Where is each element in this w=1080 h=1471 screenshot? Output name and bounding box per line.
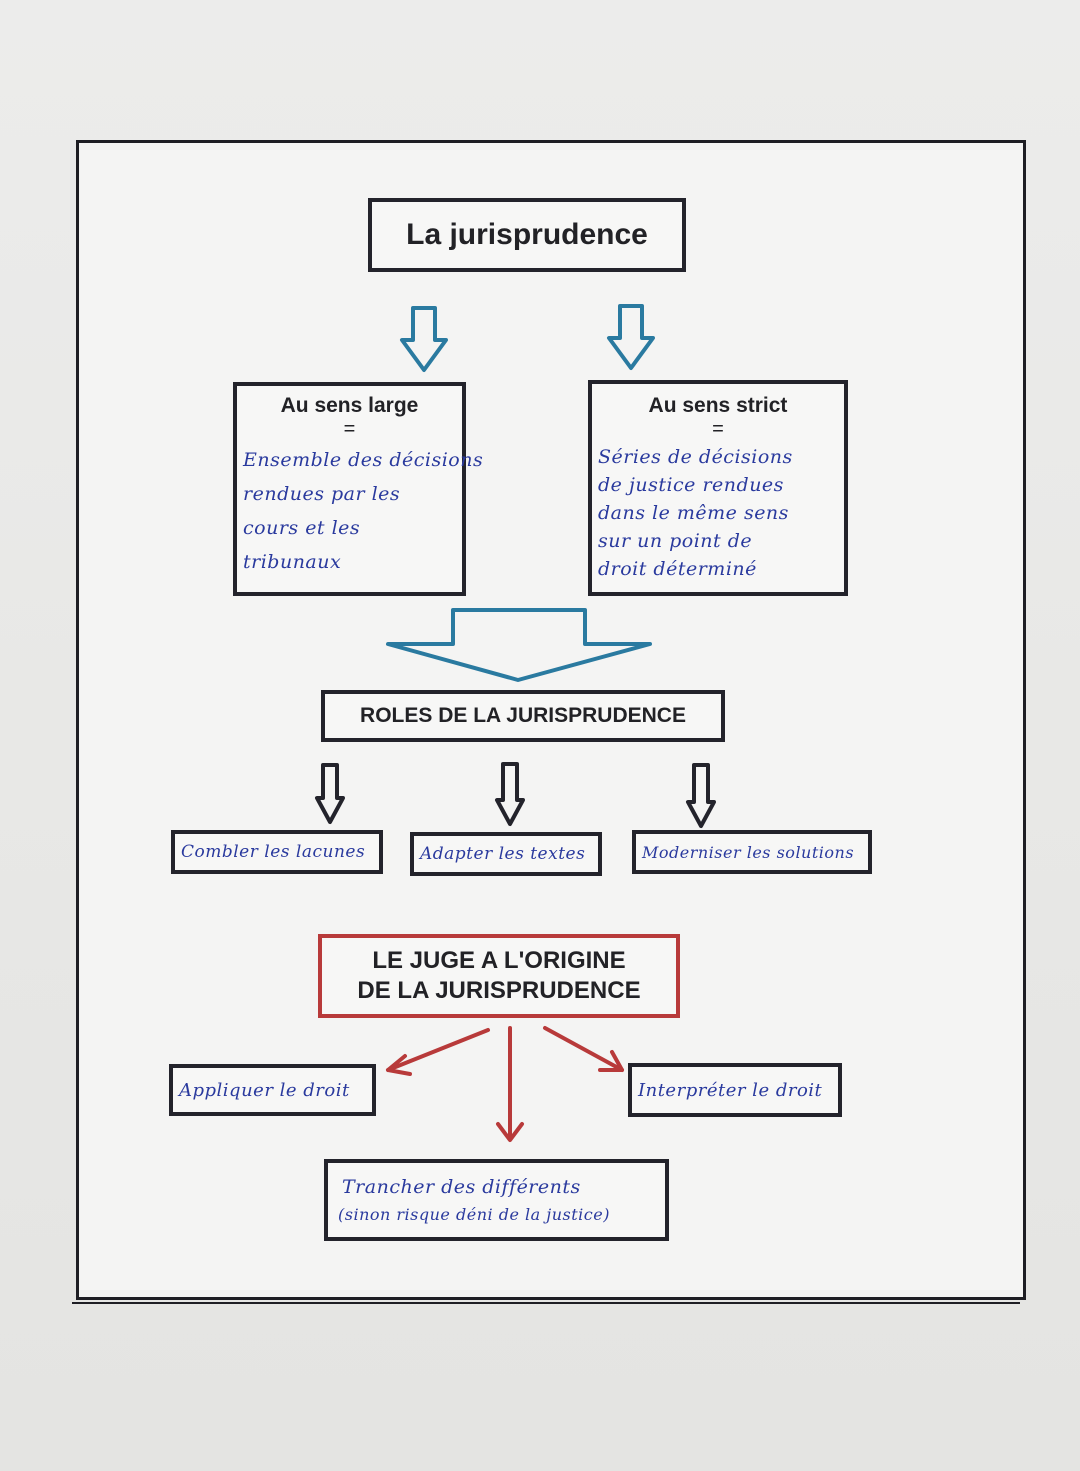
roles-heading: ROLES DE LA JURISPRUDENCE <box>360 704 686 727</box>
roles-box: ROLES DE LA JURISPRUDENCE <box>321 690 725 742</box>
sense-strict-equals: = <box>712 418 724 440</box>
sense-strict-box: Au sens strict = Séries de décisions de … <box>588 380 848 596</box>
action-box-trancher: Trancher des différents (sinon risque dé… <box>324 1159 669 1241</box>
role-box-moderniser: Moderniser les solutions <box>632 830 872 874</box>
title-box: La jurisprudence <box>368 198 686 272</box>
diagram-title: La jurisprudence <box>406 218 648 251</box>
sense-large-equals: = <box>343 418 356 440</box>
action-label: Appliquer le droit <box>179 1079 350 1101</box>
sense-strict-line: Séries de décisions <box>598 446 793 468</box>
sense-large-line: Ensemble des décisions <box>243 449 484 471</box>
action-label: Interpréter le droit <box>638 1079 823 1101</box>
sense-large-heading: Au sens large <box>280 394 419 417</box>
role-label: Moderniser les solutions <box>642 842 855 862</box>
role-box-adapter: Adapter les textes <box>410 832 602 876</box>
role-box-combler: Combler les lacunes <box>171 830 383 874</box>
arrow-to-sense-large <box>400 306 448 372</box>
arrow-to-sense-strict <box>607 304 655 370</box>
sense-strict-heading: Au sens strict <box>648 394 788 417</box>
sheet-bottom-line <box>72 1302 1020 1304</box>
arrow-to-role-1 <box>315 763 345 824</box>
role-label: Adapter les textes <box>420 844 586 864</box>
role-label: Combler les lacunes <box>181 842 366 862</box>
sense-large-box: Au sens large = Ensemble des décisions r… <box>233 382 484 596</box>
action-label: Trancher des différents <box>342 1176 581 1198</box>
sense-large-line: rendues par les <box>243 483 401 505</box>
juge-box: LE JUGE A L'ORIGINE DE LA JURISPRUDENCE <box>318 934 680 1018</box>
sense-large-line: cours et les <box>243 517 361 539</box>
arrow-to-roles <box>386 608 652 682</box>
juge-heading-line1: LE JUGE A L'ORIGINE <box>372 947 626 974</box>
action-box-appliquer: Appliquer le droit <box>169 1064 376 1116</box>
action-box-interpreter: Interpréter le droit <box>628 1063 842 1117</box>
action-note: (sinon risque déni de la justice) <box>338 1205 610 1224</box>
juge-heading-line2: DE LA JURISPRUDENCE <box>357 977 641 1004</box>
arrow-to-role-2 <box>495 762 525 826</box>
arrow-to-interpreter <box>543 1026 624 1072</box>
sense-strict-line: sur un point de <box>598 530 753 552</box>
arrow-to-appliquer <box>386 1028 490 1072</box>
sense-strict-line: de justice rendues <box>598 474 784 496</box>
arrow-to-role-3 <box>686 763 716 828</box>
sense-strict-line: droit déterminé <box>598 558 757 580</box>
sense-large-line: tribunaux <box>243 551 342 573</box>
sense-strict-line: dans le même sens <box>598 502 789 524</box>
